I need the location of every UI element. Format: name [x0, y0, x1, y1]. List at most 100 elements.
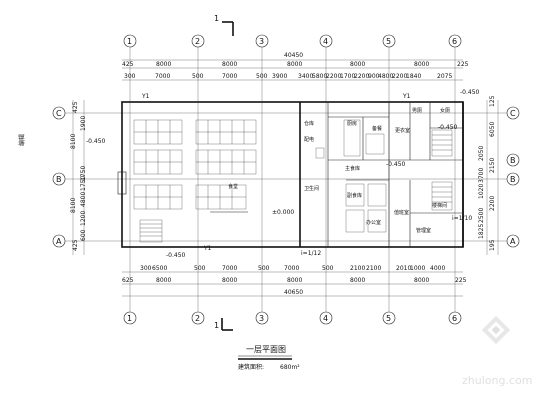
bottom-dim-seg-3: 8000 — [287, 277, 302, 284]
left-dim-2: 1900 — [80, 116, 87, 131]
bottom-dim-edge-right: 225 — [455, 277, 467, 284]
top-dim-r2-10: 2200 — [354, 73, 369, 80]
room-label-kitchen: 厨房 — [347, 120, 357, 127]
window-label-1: Y1 — [141, 93, 150, 100]
bottom-dim-r1-3: 7000 — [222, 265, 237, 272]
top-dim-r2-8: 2200 — [326, 73, 341, 80]
room-label-duty: 值班室 — [394, 209, 409, 216]
axis-top-1: 1 — [127, 37, 132, 46]
room-label-prep: 备餐 — [372, 125, 382, 132]
bottom-dim-r1-4: 500 — [258, 265, 270, 272]
left-vertical-label: 编辑 — [18, 134, 26, 146]
grid-lines — [65, 47, 507, 312]
room-label-office: 办公室 — [366, 219, 381, 226]
axis-bottom-5: 5 — [386, 314, 391, 323]
right-axis-bubbles: C B B A — [506, 106, 520, 248]
section-mark-bottom: 1 — [214, 318, 233, 331]
top-dim-r2-5: 3900 — [272, 73, 287, 80]
top-dim-r2-1: 7000 — [155, 73, 170, 80]
right-dimensions: 125 6050 2050 2150 3700 1020 2200 2500 1… — [478, 95, 499, 255]
right-dim-8: 1825 — [478, 224, 485, 239]
top-dim-r2-6: 3400 — [298, 73, 313, 80]
title-block: 一层平面图 建筑面积: 680m² — [238, 345, 300, 371]
level-right-b: -0.450 — [386, 161, 406, 168]
bottom-dim-r1-2: 500 — [194, 265, 206, 272]
top-dim-total: 40450 — [284, 52, 303, 59]
axis-right-A: A — [510, 237, 516, 246]
bottom-dim-total: 40650 — [284, 289, 303, 296]
room-label-power: 配电 — [304, 136, 314, 143]
top-dim-r2-15: 2075 — [437, 73, 452, 80]
bottom-dim-r1-0: 300 — [140, 265, 152, 272]
axis-top-3: 3 — [259, 37, 264, 46]
left-dim-1: 8100 — [70, 134, 77, 149]
slope-label: i=1/12 — [301, 250, 321, 257]
window-label-2: Y1 — [402, 93, 411, 100]
top-dim-edge-right: 225 — [457, 61, 469, 68]
room-label-store: 仓库 — [304, 120, 314, 127]
drawing-title: 一层平面图 — [246, 345, 286, 354]
room-labels: 食堂 厨房 备餐 仓库 主食库 副食库 更衣室 男厕 女厕 值班室 管理室 办公… — [228, 107, 450, 234]
left-axis-bubbles: C B A — [52, 106, 66, 248]
axis-bottom-1: 1 — [127, 314, 132, 323]
right-dim-7: 2500 — [478, 208, 485, 223]
top-dimensions: 40450 425 8000 8000 8000 8000 8000 225 3… — [122, 52, 469, 81]
bottom-dim-r1-10: 1000 — [410, 265, 425, 272]
axis-top-2: 2 — [195, 37, 200, 46]
right-dim-6: 2200 — [489, 196, 496, 211]
level-right-c: -0.450 — [438, 124, 458, 131]
axis-top-5: 5 — [386, 37, 391, 46]
room-label-dining: 食堂 — [228, 183, 238, 190]
level-top-right: -0.450 — [460, 89, 480, 96]
misc-annotations: i=1/12 i=1/10 Y1 Y1 Y1 — [141, 93, 472, 257]
bottom-dim-r1-11: 4000 — [430, 265, 445, 272]
bottom-dim-r1-9: 2010 — [396, 265, 411, 272]
top-dim-r2-13: 2200 — [392, 73, 407, 80]
right-dim-0: 125 — [489, 95, 496, 107]
bottom-dim-edge-left: 625 — [122, 277, 134, 284]
top-dim-edge-left: 425 — [122, 61, 134, 68]
bottom-dimensions: 300 6500 500 7000 500 7000 500 2100 2100… — [122, 265, 467, 297]
axis-right-C: C — [510, 109, 516, 118]
right-dim-2: 2050 — [478, 146, 485, 161]
right-dim-9: 195 — [489, 239, 496, 251]
axis-top-4: 4 — [323, 37, 328, 46]
top-dim-seg-5: 8000 — [414, 61, 429, 68]
level-markers: -0.450 -0.450 -0.450 -0.450 -0.450 ±0.00… — [86, 89, 480, 259]
axis-right-mid: B — [510, 156, 516, 165]
bottom-dim-seg-2: 8000 — [222, 277, 237, 284]
level-left-c: -0.450 — [86, 138, 106, 145]
axis-bottom-3: 3 — [259, 314, 264, 323]
slope-label-2: i=1/10 — [452, 215, 472, 222]
bottom-dim-r1-7: 2100 — [350, 265, 365, 272]
bottom-dim-r1-5: 7000 — [284, 265, 299, 272]
stairs — [139, 129, 453, 243]
section-mark-bottom-label: 1 — [214, 321, 219, 330]
top-dim-r2-4: 500 — [256, 73, 268, 80]
room-label-staple-store: 主食库 — [345, 165, 360, 172]
top-dim-seg-2: 8000 — [222, 61, 237, 68]
room-label-locker: 更衣室 — [395, 127, 410, 134]
left-dim-7: 1750 — [80, 176, 87, 191]
bottom-dim-r1-8: 2100 — [366, 265, 381, 272]
left-dimensions: 编辑 425 8100 1900 1750 8100 4800 1200 175… — [18, 100, 87, 255]
axis-top-6: 6 — [452, 37, 457, 46]
bottom-dim-seg-1: 8000 — [156, 277, 171, 284]
area-value: 680m² — [280, 364, 300, 371]
right-dim-5: 1020 — [478, 184, 485, 199]
bottom-dim-seg-5: 8000 — [414, 277, 429, 284]
area-label: 建筑面积: — [238, 363, 264, 371]
interior-walls — [299, 102, 463, 247]
bottom-dim-seg-4: 8000 — [350, 277, 365, 284]
left-dim-5: 4800 — [80, 192, 87, 207]
top-dim-r2-2: 500 — [192, 73, 204, 80]
axis-left-A: A — [56, 237, 62, 246]
room-label-nonstaple-store: 副食库 — [347, 192, 362, 199]
axis-bottom-4: 4 — [323, 314, 328, 323]
window-label-3: Y1 — [203, 245, 212, 252]
top-dim-r2-7: 5800 — [312, 73, 327, 80]
bottom-dim-r1-1: 6500 — [152, 265, 167, 272]
bottom-dim-r1-6: 500 — [322, 265, 334, 272]
section-mark-top-label: 1 — [214, 14, 219, 23]
